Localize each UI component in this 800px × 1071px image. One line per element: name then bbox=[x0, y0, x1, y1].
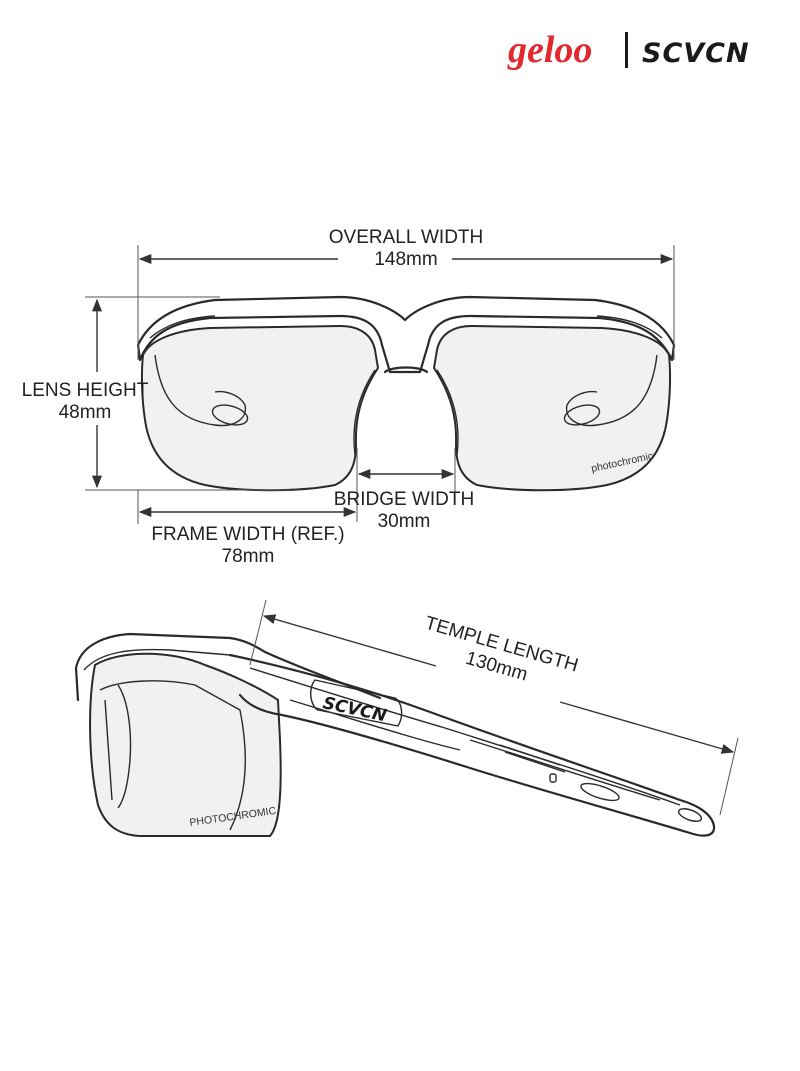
side-lens bbox=[89, 652, 282, 837]
lens-height-label: LENS HEIGHT bbox=[22, 380, 149, 401]
bridge-width-label: BRIDGE WIDTH bbox=[334, 489, 474, 510]
front-right-lens bbox=[432, 324, 672, 492]
overall-width-value: 148mm bbox=[374, 249, 437, 270]
geloo-logo: geloo bbox=[507, 29, 592, 71]
front-view: photochromic bbox=[136, 295, 676, 492]
front-left-lens bbox=[140, 324, 380, 492]
frame-width-label: FRAME WIDTH (REF.) bbox=[151, 524, 344, 545]
side-temple-plate bbox=[310, 679, 403, 727]
lens-height-value: 48mm bbox=[59, 402, 112, 423]
bridge-width-dimension: BRIDGE WIDTH 30mm bbox=[334, 448, 474, 532]
frame-width-value: 78mm bbox=[222, 546, 275, 567]
front-brow-bar bbox=[136, 295, 676, 374]
overall-width-label: OVERALL WIDTH bbox=[329, 227, 484, 248]
lens-height-dimension: LENS HEIGHT 48mm bbox=[22, 296, 290, 491]
side-brow bbox=[74, 632, 382, 702]
side-view: SCVCN PHOTOCHROMIC bbox=[74, 632, 716, 837]
overall-width-dimension: OVERALL WIDTH 148mm bbox=[137, 227, 675, 360]
side-temple-arm bbox=[228, 653, 716, 837]
bridge-width-value: 30mm bbox=[378, 511, 431, 532]
brand-header: geloo SCVCN bbox=[507, 29, 750, 71]
logo-divider bbox=[625, 32, 628, 68]
frame-width-dimension: FRAME WIDTH (REF.) 78mm bbox=[137, 490, 357, 567]
front-nose-bridge bbox=[383, 366, 429, 374]
scvcn-logo: SCVCN bbox=[642, 38, 750, 69]
